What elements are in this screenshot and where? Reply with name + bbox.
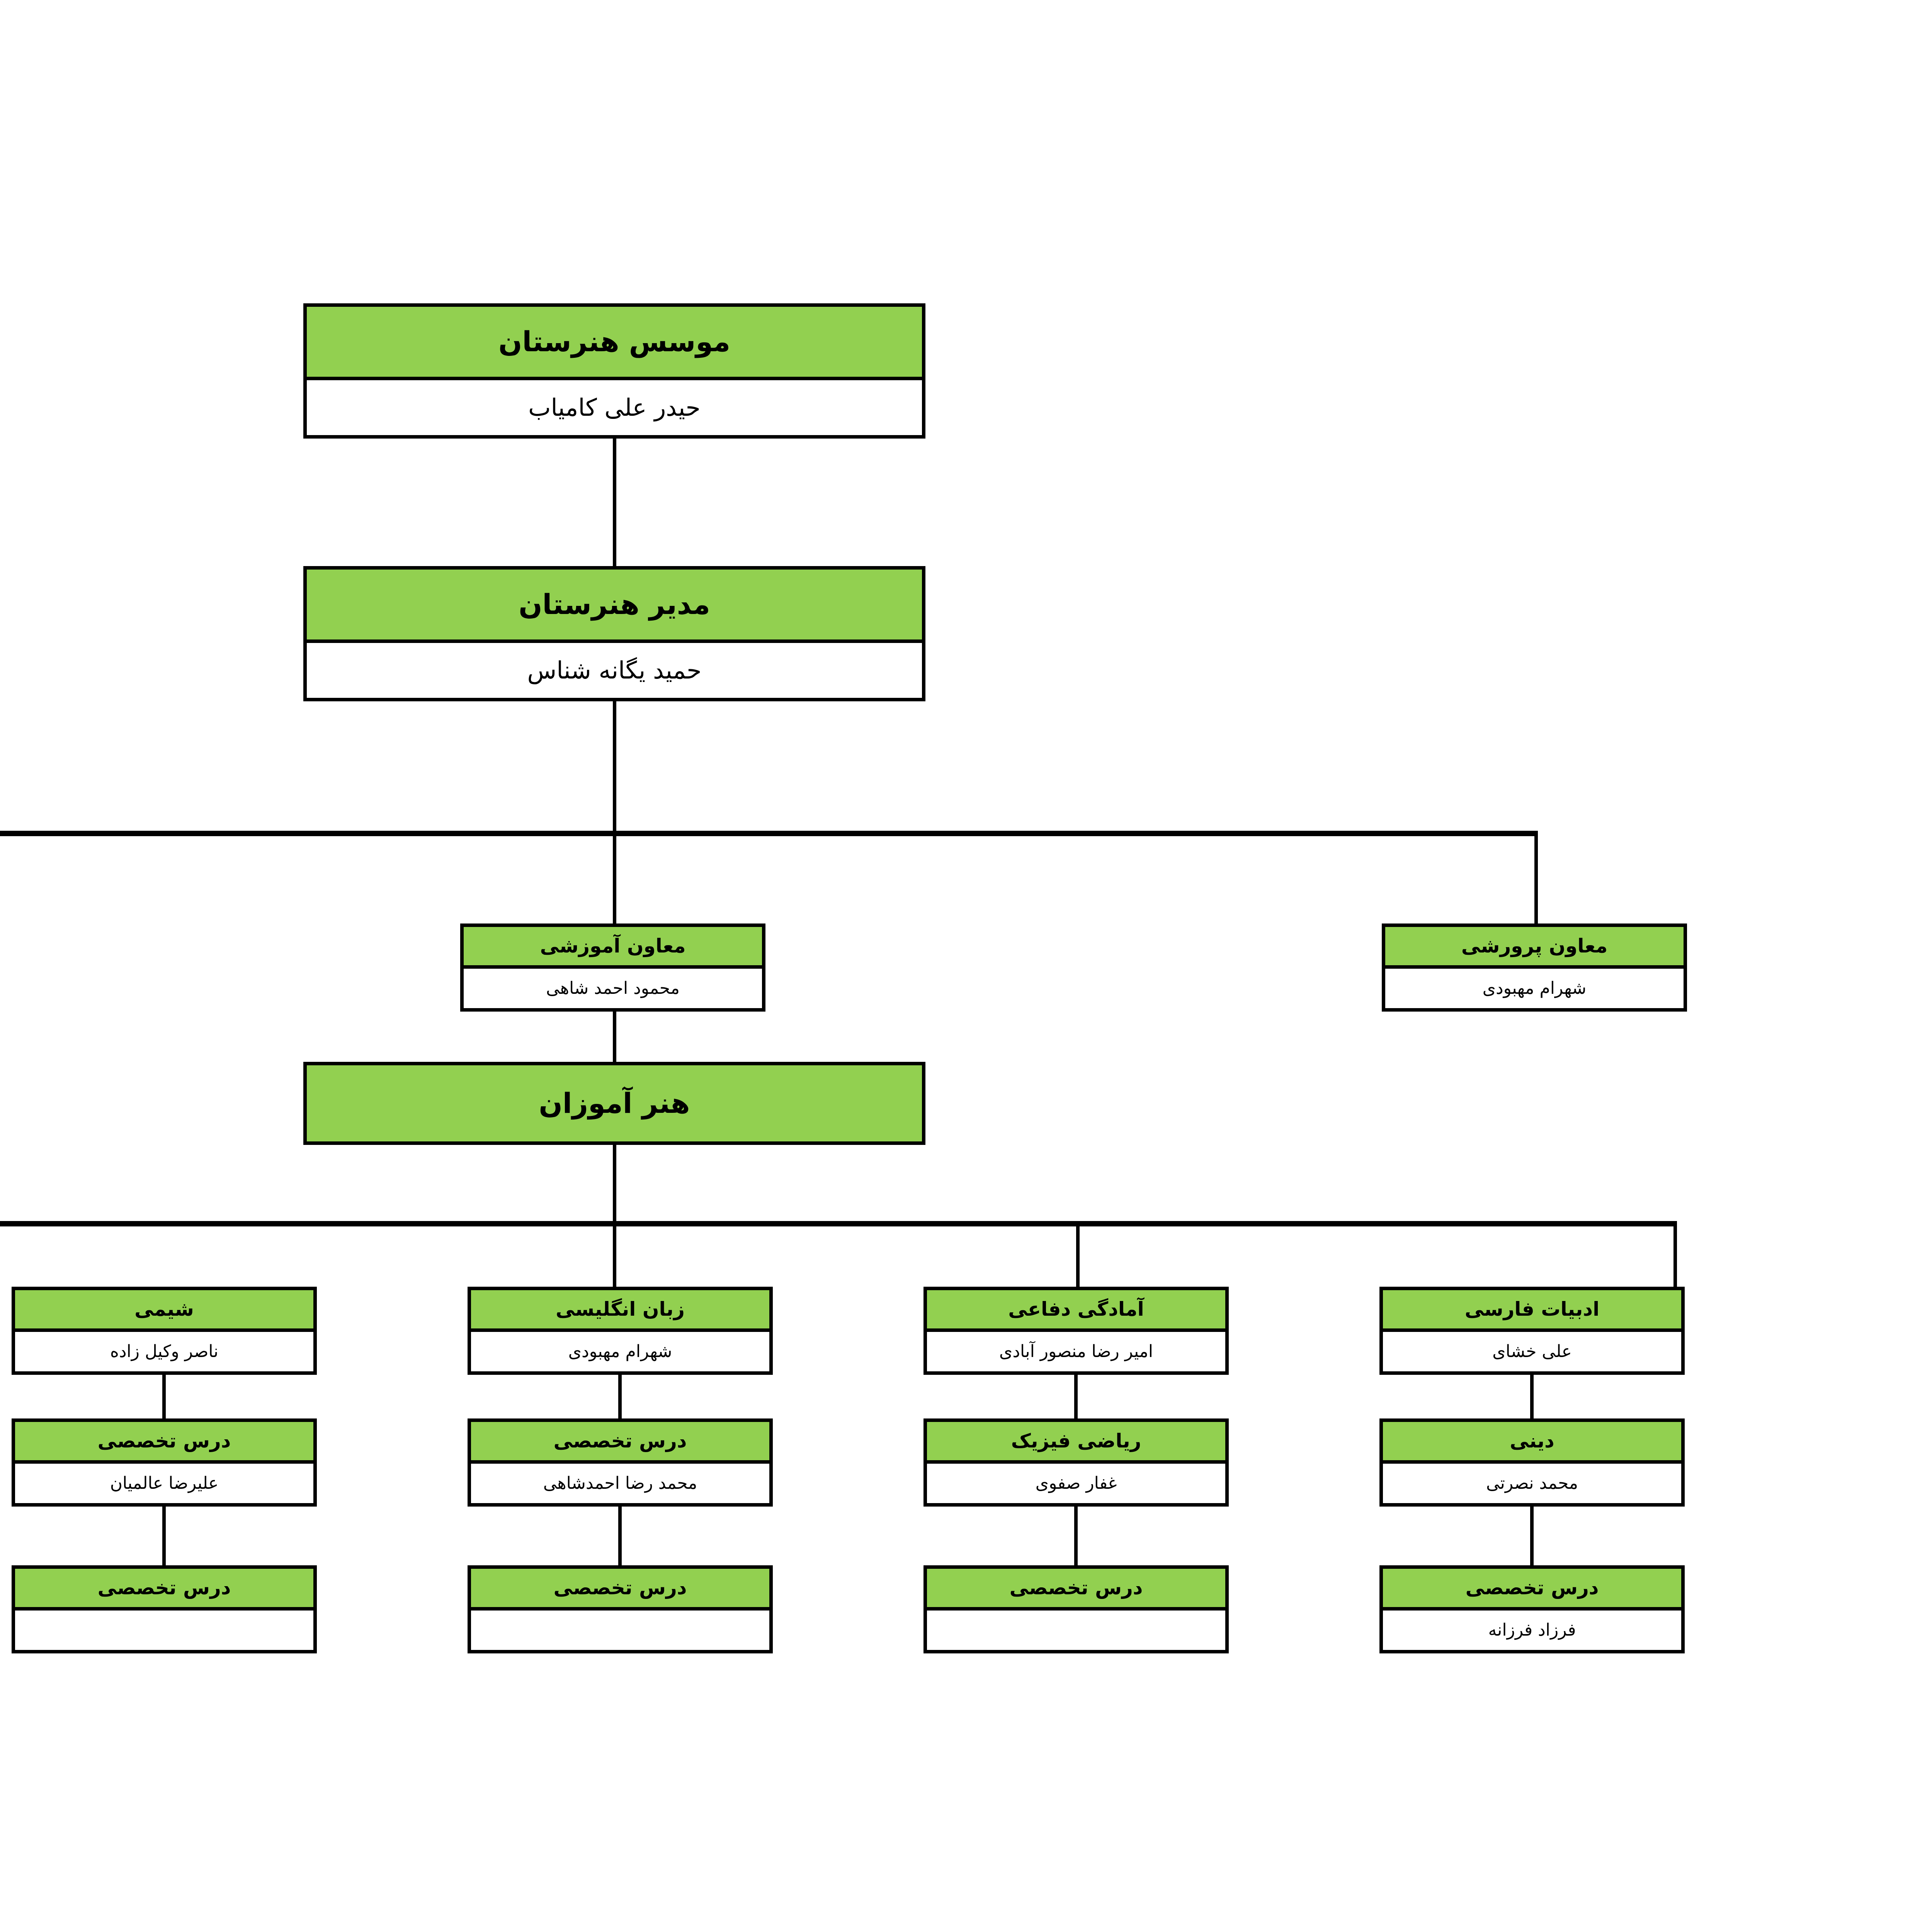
connector-c2-r1-r2: [162, 1375, 166, 1418]
node-subject-c3-r2[interactable]: درس تخصصی محمد رضا احمدشاهی: [468, 1418, 773, 1507]
node-principal[interactable]: مدیر هنرستان حمید یگانه شناس: [303, 566, 925, 701]
node-subject-c5-r2-person: محمد نصرتی: [1383, 1463, 1681, 1503]
connector-c4-r2-r3: [1074, 1507, 1078, 1565]
node-subject-c5-r1-person: علی خشای: [1383, 1332, 1681, 1371]
connector-instructors-stem: [613, 1145, 616, 1221]
node-founder-person: حیدر علی کامیاب: [307, 380, 922, 435]
node-subject-c3-r2-person: محمد رضا احمدشاهی: [471, 1463, 769, 1503]
node-subject-c3-r3-title: درس تخصصی: [471, 1569, 769, 1611]
node-subject-c5-r3[interactable]: درس تخصصی فرزاد فرزانه: [1379, 1565, 1685, 1653]
node-subject-c3-r3-person: [471, 1610, 769, 1650]
node-deputy-academic[interactable]: معاون آموزشی محمود احمد شاهی: [460, 923, 765, 1012]
node-principal-person: حمید یگانه شناس: [307, 643, 922, 698]
node-subject-c4-r1[interactable]: آمادگی دفاعی امیر رضا منصور آبادی: [923, 1287, 1229, 1375]
node-deputy-cultural-title: معاون پرورشی: [1385, 927, 1684, 969]
connector-c2-r2-r3: [162, 1507, 166, 1565]
node-subject-c2-r3[interactable]: درس تخصصی: [12, 1565, 317, 1653]
connector-academic-to-instructors: [613, 1012, 616, 1062]
node-subject-c5-r2-title: دینی: [1383, 1422, 1681, 1464]
node-subject-c5-r3-person: فرزاد فرزانه: [1383, 1610, 1681, 1650]
connector-deputy-bus: [0, 831, 1538, 836]
node-subject-c4-r3-person: [927, 1610, 1225, 1650]
node-subject-c4-r2-person: غفار صفوی: [927, 1463, 1225, 1503]
node-founder-title: موسس هنرستان: [307, 307, 922, 380]
node-subject-c3-r2-title: درس تخصصی: [471, 1422, 769, 1464]
node-subject-c2-r3-title: درس تخصصی: [15, 1569, 313, 1611]
node-deputy-cultural-person: شهرام مهبودی: [1385, 968, 1684, 1008]
node-subject-c2-r1-person: ناصر وکیل زاده: [15, 1332, 313, 1371]
node-principal-title: مدیر هنرستان: [307, 570, 922, 643]
node-subject-c2-r2-title: درس تخصصی: [15, 1422, 313, 1464]
node-founder[interactable]: موسس هنرستان حیدر علی کامیاب: [303, 303, 925, 439]
connector-subject-drop-1: [1673, 1221, 1677, 1287]
node-subject-c4-r3[interactable]: درس تخصصی: [923, 1565, 1229, 1653]
connector-deputy-drop-left: [1534, 831, 1538, 925]
node-instructors-group-title: هنر آموزان: [307, 1065, 922, 1141]
node-instructors-group[interactable]: هنر آموزان: [303, 1062, 925, 1145]
node-subject-c2-r3-person: [15, 1610, 313, 1650]
node-deputy-academic-title: معاون آموزشی: [464, 927, 762, 969]
node-subject-c4-r2-title: ریاضی فیزیک: [927, 1422, 1225, 1464]
connector-subject-drop-3: [613, 1221, 616, 1287]
node-deputy-cultural[interactable]: معاون پرورشی شهرام مهبودی: [1382, 923, 1687, 1012]
node-subject-c5-r1-title: ادبیات فارسی: [1383, 1290, 1681, 1332]
node-subject-c3-r1[interactable]: زبان انگلیسی شهرام مهبودی: [468, 1287, 773, 1375]
node-subject-c3-r3[interactable]: درس تخصصی: [468, 1565, 773, 1653]
node-subject-c2-r2[interactable]: درس تخصصی علیرضا عالمیان: [12, 1418, 317, 1507]
node-subject-c5-r3-title: درس تخصصی: [1383, 1569, 1681, 1611]
connector-c4-r1-r2: [1074, 1375, 1078, 1418]
node-subject-c4-r1-title: آمادگی دفاعی: [927, 1290, 1225, 1332]
node-subject-c2-r1-title: شیمی: [15, 1290, 313, 1332]
connector-c5-r1-r2: [1530, 1375, 1534, 1418]
connector-deputy-drop-center: [613, 831, 616, 925]
connector-c3-r1-r2: [618, 1375, 622, 1418]
node-subject-c3-r1-title: زبان انگلیسی: [471, 1290, 769, 1332]
node-subject-c3-r1-person: شهرام مهبودی: [471, 1332, 769, 1371]
node-subject-c4-r1-person: امیر رضا منصور آبادی: [927, 1332, 1225, 1371]
connector-subject-drop-2: [1076, 1221, 1080, 1287]
connector-founder-to-principal: [613, 439, 616, 566]
node-deputy-academic-person: محمود احمد شاهی: [464, 968, 762, 1008]
node-subject-c5-r2[interactable]: دینی محمد نصرتی: [1379, 1418, 1685, 1507]
connector-subject-bus: [0, 1221, 1677, 1226]
connector-c3-r2-r3: [618, 1507, 622, 1565]
node-subject-c2-r2-person: علیرضا عالمیان: [15, 1463, 313, 1503]
node-subject-c4-r2[interactable]: ریاضی فیزیک غفار صفوی: [923, 1418, 1229, 1507]
connector-c5-r2-r3: [1530, 1507, 1534, 1565]
connector-principal-stem: [613, 701, 616, 831]
node-subject-c5-r1[interactable]: ادبیات فارسی علی خشای: [1379, 1287, 1685, 1375]
node-subject-c4-r3-title: درس تخصصی: [927, 1569, 1225, 1611]
node-subject-c2-r1[interactable]: شیمی ناصر وکیل زاده: [12, 1287, 317, 1375]
